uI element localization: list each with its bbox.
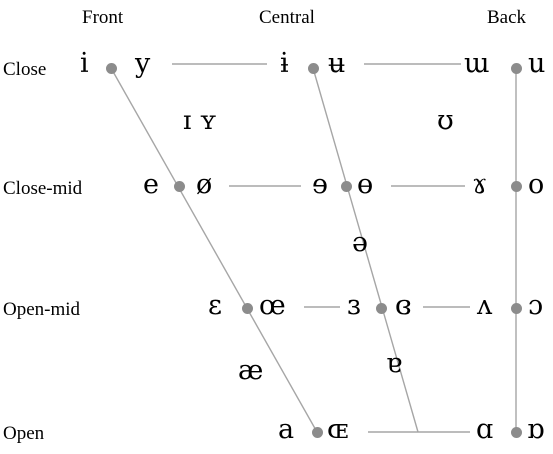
vowel-open-mid-front-rounded: œ (259, 290, 286, 321)
close-central-dot (307, 62, 319, 74)
column-label-central: Central (259, 7, 315, 28)
vowel-close-mid-central-rounded: ɵ (357, 169, 374, 200)
row-label-close: Close (3, 59, 47, 80)
vowel-close-front-rounded: y (135, 48, 151, 79)
open-front-dot (311, 426, 323, 438)
vowel-close-central-rounded: ʉ (328, 48, 346, 79)
vowel-open-back-rounded: ɒ (527, 414, 545, 445)
vowel-near-open-central: ɐ (386, 348, 403, 379)
vowel-open-front-unrounded: a (278, 414, 295, 445)
vowel-open-mid-central-rounded: ɞ (395, 290, 412, 321)
row-label-open: Open (3, 423, 45, 444)
close-mid-central-dot (340, 180, 352, 192)
column-label-back: Back (487, 7, 527, 28)
vowel-close-mid-front-rounded: ø (196, 169, 213, 200)
row-label-close-mid: Close-mid (3, 178, 83, 199)
vowel-open-mid-front-unrounded: ɛ (208, 290, 222, 321)
open-back-dot (510, 426, 522, 438)
vowel-open-mid-back-rounded: ɔ (528, 290, 544, 321)
close-mid-back-dot (510, 180, 522, 192)
column-label-front: Front (82, 7, 124, 28)
vowel-close-mid-central-unrounded: ɘ (312, 169, 328, 200)
vowel-open-back-unrounded: ɑ (476, 414, 494, 445)
vowel-mid-central: ə (352, 227, 368, 258)
vowel-near-open-front: æ (238, 355, 264, 386)
vowel-open-front-rounded: ɶ (327, 414, 349, 445)
close-front-dot (105, 62, 117, 74)
vowel-close-mid-front-unrounded: e (143, 169, 159, 200)
vowel-near-close-back: ʊ (437, 105, 454, 136)
central-edge-line (312, 67, 419, 433)
vowel-close-back-unrounded: ɯ (464, 48, 490, 79)
vowel-close-central-unrounded: ɨ (280, 48, 289, 79)
vowel-close-mid-back-rounded: o (528, 169, 545, 200)
close-mid-front-dot (173, 180, 185, 192)
close-back-dot (510, 62, 522, 74)
vowel-open-mid-central-unrounded: ɜ (347, 290, 361, 321)
front-edge-line (110, 67, 318, 433)
vowel-close-back-rounded: u (528, 48, 546, 79)
vowel-close-front-unrounded: i (80, 48, 89, 79)
vowel-close-mid-back-unrounded: ɤ (472, 169, 488, 200)
row-label-open-mid: Open-mid (3, 299, 81, 320)
open-mid-front-dot (241, 302, 253, 314)
vowel-open-mid-back-unrounded: ʌ (477, 290, 493, 321)
open-mid-central-dot (375, 302, 387, 314)
open-mid-back-dot (510, 302, 522, 314)
vowel-near-close-front: ɪ ʏ (183, 106, 217, 136)
